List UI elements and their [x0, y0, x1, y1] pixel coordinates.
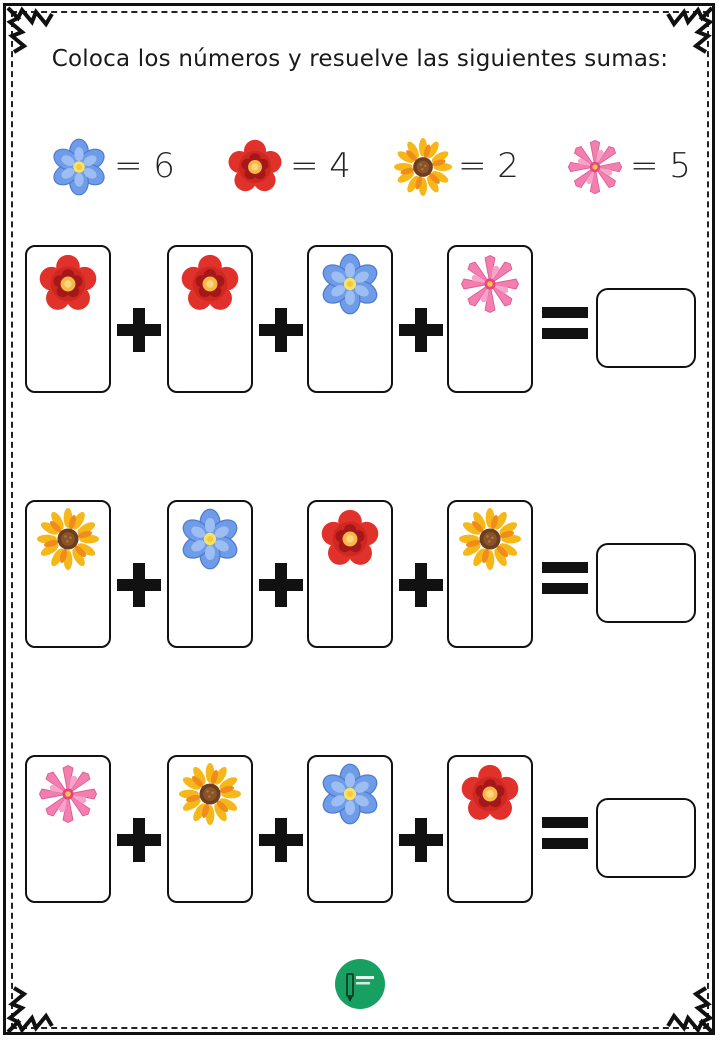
red-flower-icon	[226, 139, 284, 196]
zigzag-corner-icon	[666, 6, 714, 54]
pink-flower-icon	[567, 139, 623, 195]
flower-card[interactable]	[447, 245, 533, 393]
sunflower-icon	[179, 763, 241, 825]
flower-card[interactable]	[25, 755, 111, 903]
legend-value: = 4	[290, 146, 351, 186]
red-flower-icon	[319, 509, 381, 570]
answer-box[interactable]	[596, 798, 696, 878]
answer-box[interactable]	[596, 543, 696, 623]
flower-card[interactable]	[25, 500, 111, 648]
blue-flower-icon	[50, 138, 108, 196]
blue-flower-icon	[319, 763, 381, 825]
plus-icon	[117, 818, 161, 862]
zigzag-corner-icon	[666, 986, 714, 1034]
legend-value: = 6	[114, 146, 175, 186]
sunflower-icon	[37, 508, 99, 570]
zigzag-corner-icon	[6, 6, 54, 54]
red-flower-icon	[37, 254, 99, 315]
legend-value: = 5	[630, 146, 691, 186]
pink-flower-icon	[461, 255, 519, 313]
sunflower-icon	[459, 508, 521, 570]
plus-icon	[117, 563, 161, 607]
flower-card[interactable]	[307, 755, 393, 903]
plus-icon	[399, 308, 443, 352]
plus-icon	[259, 308, 303, 352]
red-flower-icon	[179, 254, 241, 315]
flower-card[interactable]	[447, 500, 533, 648]
zigzag-corner-icon	[6, 986, 54, 1034]
legend-value: = 2	[458, 146, 519, 186]
red-flower-icon	[459, 764, 521, 825]
page-dashed-border	[11, 11, 709, 1029]
plus-icon	[117, 308, 161, 352]
page-border	[3, 3, 715, 1035]
page-title: Coloca los números y resuelve las siguie…	[51, 46, 669, 72]
answer-box[interactable]	[596, 288, 696, 368]
pink-flower-icon	[39, 765, 97, 823]
equals-icon	[542, 817, 588, 849]
plus-icon	[259, 818, 303, 862]
flower-card[interactable]	[25, 245, 111, 393]
flower-card[interactable]	[307, 500, 393, 648]
sunflower-icon	[394, 138, 452, 196]
blue-flower-icon	[319, 253, 381, 315]
flower-card[interactable]	[447, 755, 533, 903]
plus-icon	[399, 818, 443, 862]
equals-icon	[542, 562, 588, 594]
equals-icon	[542, 307, 588, 339]
flower-card[interactable]	[307, 245, 393, 393]
flower-card[interactable]	[167, 755, 253, 903]
flower-card[interactable]	[167, 245, 253, 393]
flower-card[interactable]	[167, 500, 253, 648]
pencil-logo-icon	[335, 959, 385, 1009]
plus-icon	[259, 563, 303, 607]
plus-icon	[399, 563, 443, 607]
blue-flower-icon	[179, 508, 241, 570]
